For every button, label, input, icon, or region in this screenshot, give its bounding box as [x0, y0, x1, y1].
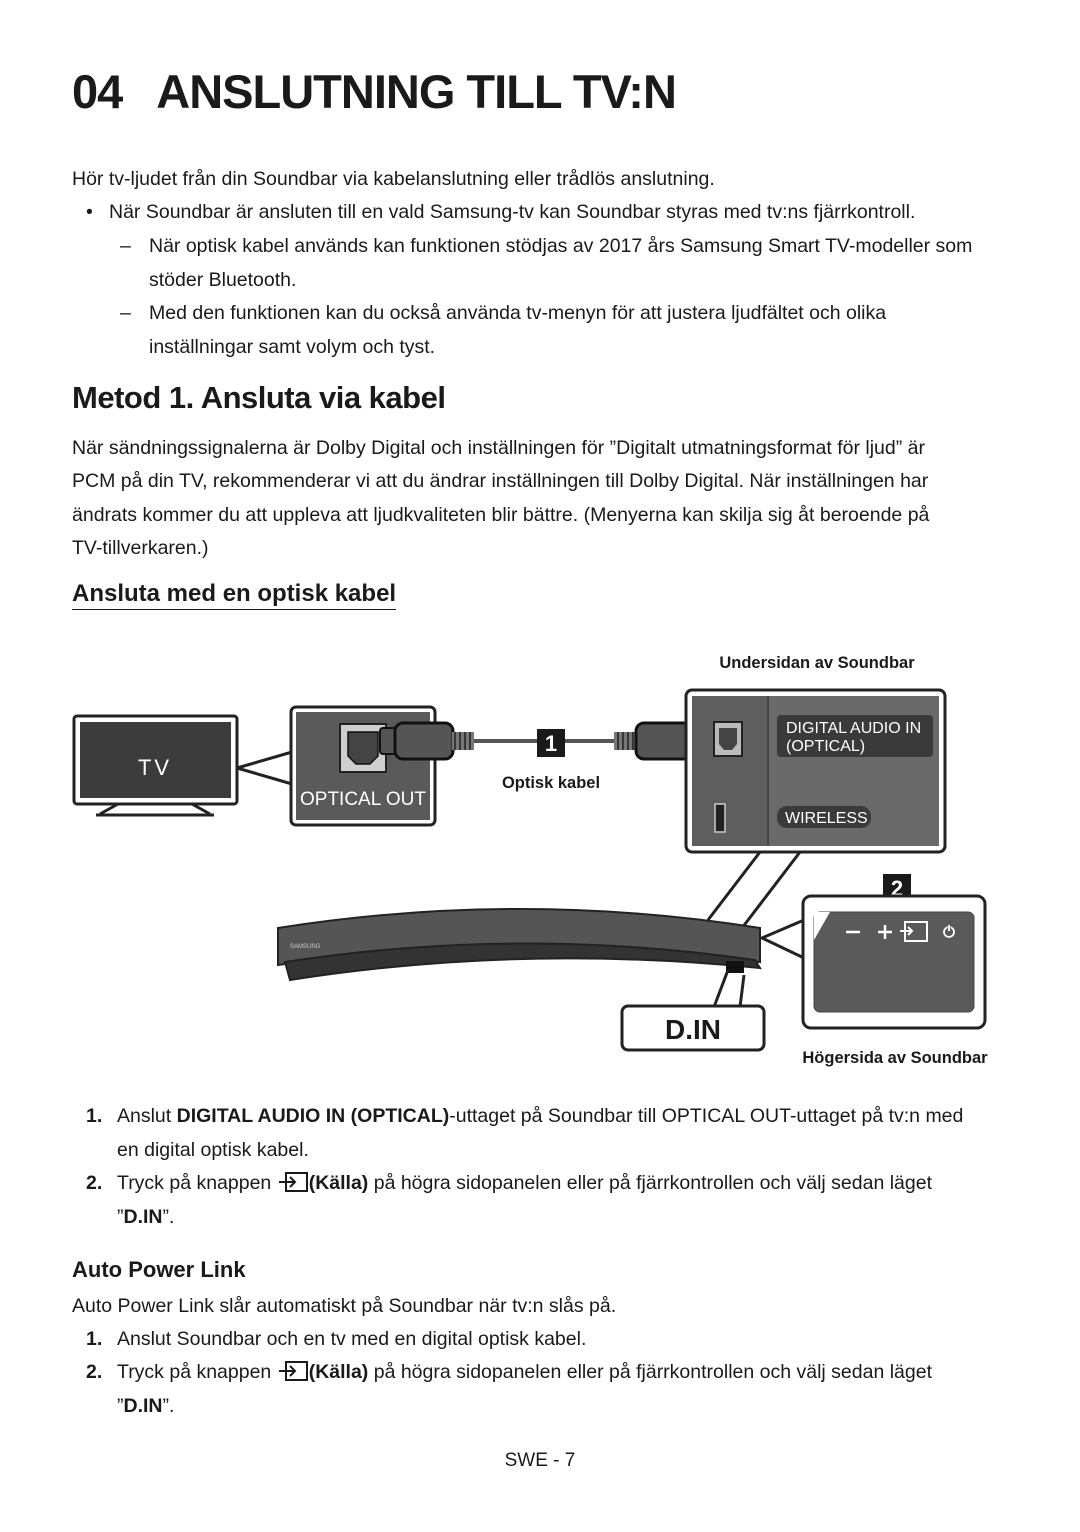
source-icon — [278, 1172, 308, 1192]
auto-power-text: Auto Power Link slår automatiskt på Soun… — [72, 1295, 617, 1317]
optical-out-label: OPTICAL OUT — [300, 789, 426, 810]
bottom-side-label: Undersidan av Soundbar — [719, 654, 915, 672]
wireless-label: WIRELESS — [785, 810, 868, 827]
method-para-line: PCM på din TV, rekommenderar vi att du ä… — [72, 470, 929, 492]
method-para-line: TV-tillverkaren.) — [72, 537, 209, 559]
chapter-title: ANSLUTNING TILL TV:N — [156, 65, 677, 118]
tv-illustration: TV — [72, 714, 239, 817]
step1-badge: 1 — [545, 731, 557, 756]
subsection-title: Ansluta med en optisk kabel — [72, 580, 397, 610]
page-number: SWE - 7 — [504, 1450, 576, 1471]
method-para-line: När sändningssignalerna är Dolby Digital… — [72, 437, 925, 459]
connection-diagram: TV OPTICAL OUT 1 Optisk kabel Undersidan… — [72, 654, 988, 1067]
digital-audio-in-label-2: (OPTICAL) — [786, 738, 865, 755]
step-bold: DIGITAL AUDIO IN (OPTICAL) — [176, 1105, 450, 1127]
cable-label: Optisk kabel — [502, 774, 600, 792]
intro-text: Hör tv-ljudet från din Soundbar via kabe… — [72, 168, 715, 190]
volume-up-icon — [878, 925, 892, 939]
brand-label: SAMSUNG — [290, 944, 321, 950]
auto-power-title: Auto Power Link — [72, 1257, 246, 1282]
auto-step-2-line2: ”D.IN”. — [117, 1395, 175, 1417]
bullet-text: När Soundbar är ansluten till en vald Sa… — [109, 201, 916, 223]
step-text: Tryck på knappen — [117, 1361, 277, 1383]
soundbar-right-panel — [801, 894, 987, 1030]
right-side-label: Högersida av Soundbar — [802, 1049, 988, 1067]
dash1-line2: stöder Bluetooth. — [149, 269, 297, 291]
tv-label: TV — [138, 755, 172, 780]
soundbar-bottom-panel: DIGITAL AUDIO IN (OPTICAL) WIRELESS — [684, 688, 947, 854]
step-text: Anslut — [117, 1105, 177, 1127]
step-text: -uttaget på Soundbar till OPTICAL OUT-ut… — [449, 1105, 964, 1127]
section-title: Metod 1. Ansluta via kabel — [72, 380, 446, 415]
step-1-line2: en digital optisk kabel. — [117, 1139, 309, 1161]
source-icon — [900, 921, 928, 942]
page-title: 04 ANSLUTNING TILL TV:N — [72, 64, 677, 119]
dash2-line1: Med den funktionen kan du också använda … — [149, 302, 887, 324]
dash-mark: – — [120, 302, 131, 324]
auto-step-1: Anslut Soundbar och en tv med en digital… — [117, 1328, 587, 1350]
step-2-line1: Tryck på knappen (Källa) på högra sidopa… — [117, 1167, 932, 1201]
auto-step-2-line1: Tryck på knappen (Källa) på högra sidopa… — [117, 1356, 932, 1390]
step-text: på högra sidopanelen eller på fjärrkontr… — [368, 1172, 933, 1194]
din-label: D.IN — [665, 1014, 721, 1045]
method-para-line: ändrats kommer du att uppleva att ljudkv… — [72, 504, 930, 526]
digital-audio-in-label: DIGITAL AUDIO IN — [786, 720, 921, 737]
bullet-mark: • — [86, 201, 93, 223]
chapter-number: 04 — [72, 65, 123, 118]
step1-badge-bg — [537, 729, 565, 757]
step-1-line1: Anslut DIGITAL AUDIO IN (OPTICAL)-uttage… — [117, 1100, 963, 1134]
dash1-line1: När optisk kabel används kan funktionen … — [149, 235, 973, 257]
step-number: 2. — [86, 1361, 103, 1383]
step-number: 1. — [86, 1328, 103, 1350]
step-bold: (Källa) — [308, 1172, 369, 1194]
step-2-line2: ”D.IN”. — [117, 1206, 175, 1228]
power-icon — [943, 925, 955, 938]
dash-mark: – — [120, 235, 131, 257]
din-mode: D.IN — [123, 1206, 163, 1228]
step-number: 2. — [86, 1172, 103, 1194]
soundbar-illustration: SAMSUNG — [277, 908, 762, 982]
step-bold: (Källa) — [308, 1361, 369, 1383]
step-text: Tryck på knappen — [117, 1172, 277, 1194]
source-icon — [278, 1361, 308, 1381]
step-text: på högra sidopanelen eller på fjärrkontr… — [368, 1361, 933, 1383]
step-number: 1. — [86, 1105, 103, 1127]
dash2-line2: inställningar samt volym och tyst. — [149, 336, 436, 358]
din-mode: D.IN — [123, 1395, 163, 1417]
